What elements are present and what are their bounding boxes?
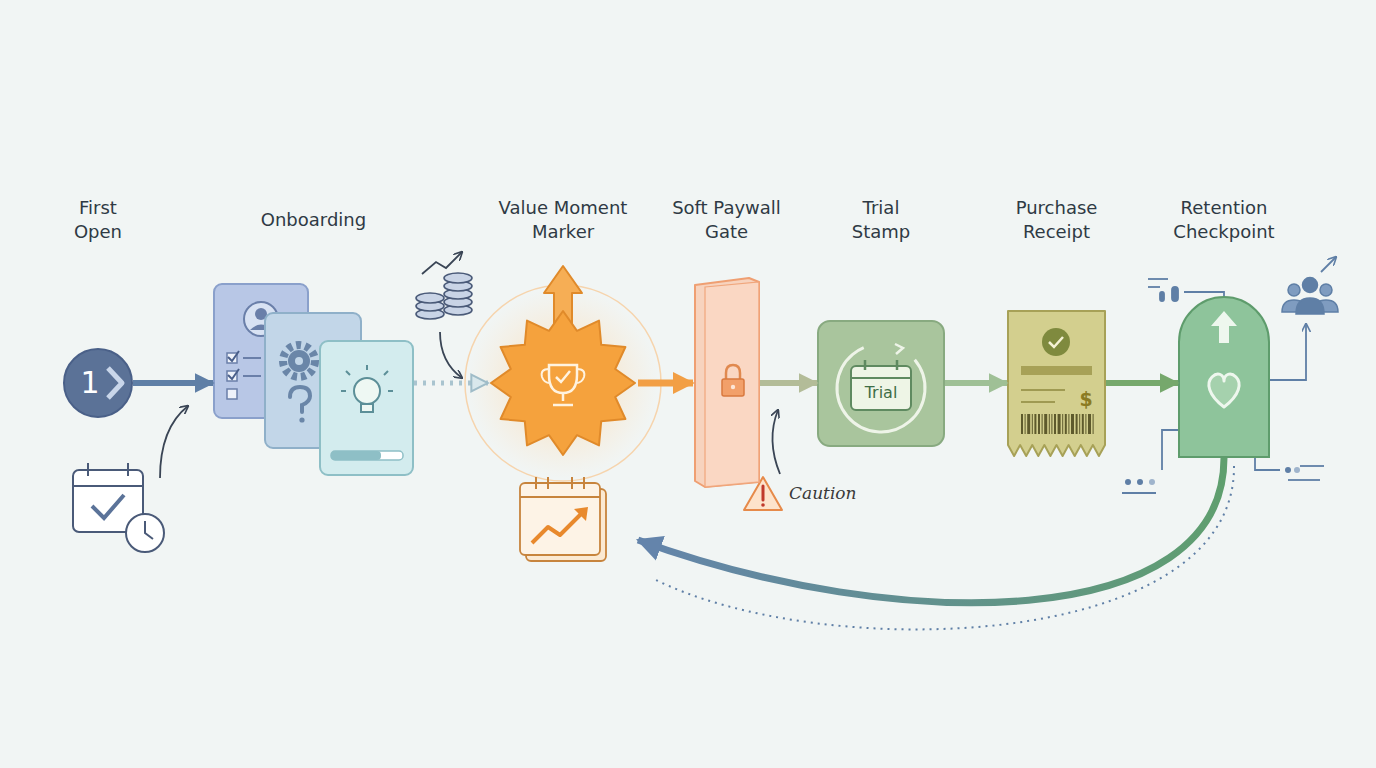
caution-note: Caution: [789, 481, 857, 505]
step-number: 1: [65, 365, 115, 401]
flow-arrow: [133, 380, 213, 386]
flow-arrow: [945, 380, 1007, 386]
loop-arrow: [638, 458, 1224, 603]
stage-heading: Purchase Receipt: [1007, 195, 1107, 245]
value-starburst-outline: [488, 265, 638, 565]
paywall-panel: Soft Paywall Gate: [693, 277, 760, 487]
leader-arrow: [440, 332, 462, 378]
stamp-text: Trial: [817, 380, 945, 406]
trial-stamp: Trial StampTrial: [817, 320, 945, 447]
start-circle: First Open1: [63, 348, 133, 418]
flow-arrow: [414, 381, 488, 386]
flow-arrow: [1106, 380, 1178, 386]
onboarding-cards-outline: [213, 283, 414, 476]
flow-arrow: [638, 380, 693, 387]
stage-heading: Retention Checkpoint: [1159, 195, 1289, 245]
retention-arch-outline: [1178, 295, 1270, 458]
dotted-loop-line: [652, 466, 1234, 629]
coins-icon: [416, 273, 472, 319]
dot-decor: [1125, 467, 1300, 485]
leader-arrow: [772, 410, 780, 474]
stage-heading: First Open: [58, 195, 138, 245]
receipt-paper-outline: [1007, 310, 1106, 457]
stage-heading: Value Moment Marker: [478, 195, 648, 245]
stage-heading: Soft Paywall Gate: [662, 195, 792, 245]
flow-arrow: [760, 380, 817, 386]
data-decor: [1122, 257, 1336, 493]
paywall-panel-outline: [693, 277, 760, 487]
value-starburst: Value Moment Marker: [488, 265, 638, 565]
stage-heading: Trial Stamp: [846, 195, 916, 245]
retention-arch: Retention Checkpoint: [1178, 295, 1270, 458]
currency-sign: $: [1073, 386, 1099, 412]
leader-arrow: [160, 406, 188, 478]
receipt-paper: Purchase Receipt$: [1007, 310, 1106, 457]
onboarding-cards: Onboarding: [213, 283, 414, 476]
trend-arrow: [422, 252, 462, 274]
people-icon: [1282, 278, 1338, 315]
calendar-clock-icon: [73, 463, 164, 552]
stage-heading: Onboarding: [234, 195, 394, 245]
